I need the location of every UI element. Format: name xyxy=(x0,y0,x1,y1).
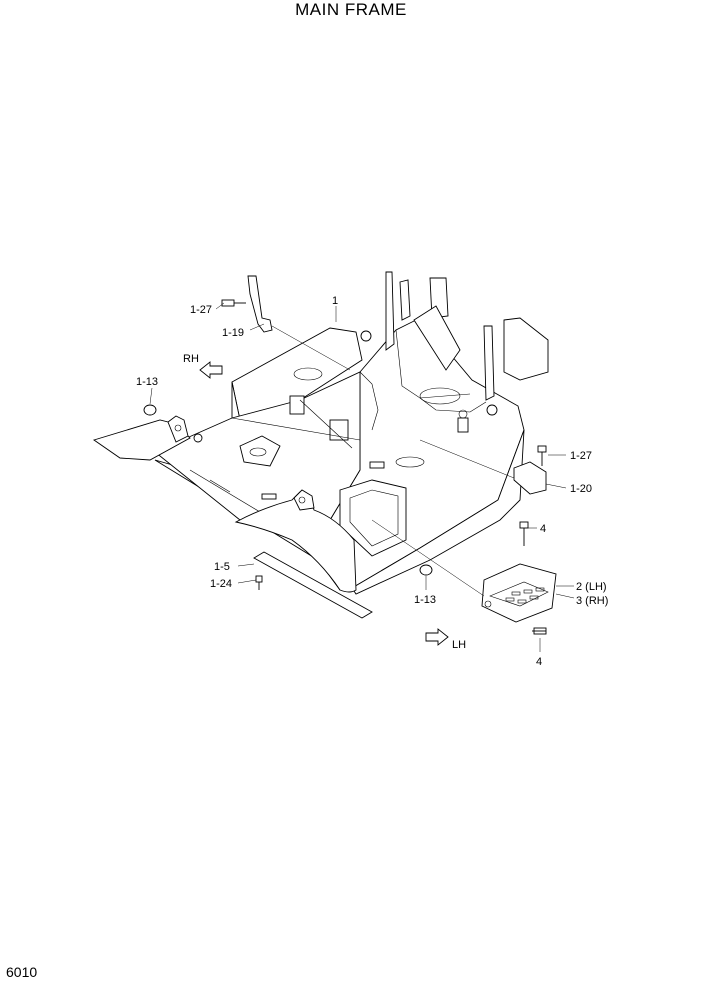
bolt-4-lower xyxy=(532,627,547,635)
callout-1-20: 1-20 xyxy=(570,483,592,495)
callout-1-5: 1-5 xyxy=(214,561,230,573)
rh-direction-arrow-icon xyxy=(199,361,223,379)
bushing-1-13-upper xyxy=(143,404,157,416)
bolt-1-24 xyxy=(255,575,263,590)
page-number: 6010 xyxy=(6,964,38,980)
callout-1-27-upper: 1-27 xyxy=(190,304,212,316)
callout-2-lh: 2 (LH) xyxy=(576,581,607,593)
callout-1-13-lower: 1-13 xyxy=(414,594,436,606)
page-title: MAIN FRAME xyxy=(295,0,407,19)
bolt-4-upper xyxy=(519,521,529,546)
main-frame-body xyxy=(92,271,549,595)
bolt-1-27-right xyxy=(537,445,547,466)
step-slots xyxy=(505,587,545,604)
callout-1-24: 1-24 xyxy=(210,578,232,590)
step-2-3 xyxy=(481,563,557,623)
direction-label-rh: RH xyxy=(183,353,199,365)
callout-4-upper: 4 xyxy=(540,523,546,535)
bushing-1-13-lower xyxy=(419,564,433,576)
callout-1-19: 1-19 xyxy=(222,327,244,339)
callout-1: 1 xyxy=(332,295,338,307)
callout-3-rh: 3 (RH) xyxy=(576,595,608,607)
bolt-1-27-upper xyxy=(221,299,246,307)
lh-direction-arrow-icon xyxy=(425,628,449,646)
bracket-1-19 xyxy=(247,275,273,333)
direction-label-lh: LH xyxy=(452,639,466,651)
callout-1-13-upper: 1-13 xyxy=(136,376,158,388)
leader-lines xyxy=(149,302,575,652)
plate-1-5 xyxy=(253,551,373,619)
bracket-1-20 xyxy=(513,461,547,495)
callout-4-lower: 4 xyxy=(536,656,542,668)
callout-1-27-right: 1-27 xyxy=(570,450,592,462)
